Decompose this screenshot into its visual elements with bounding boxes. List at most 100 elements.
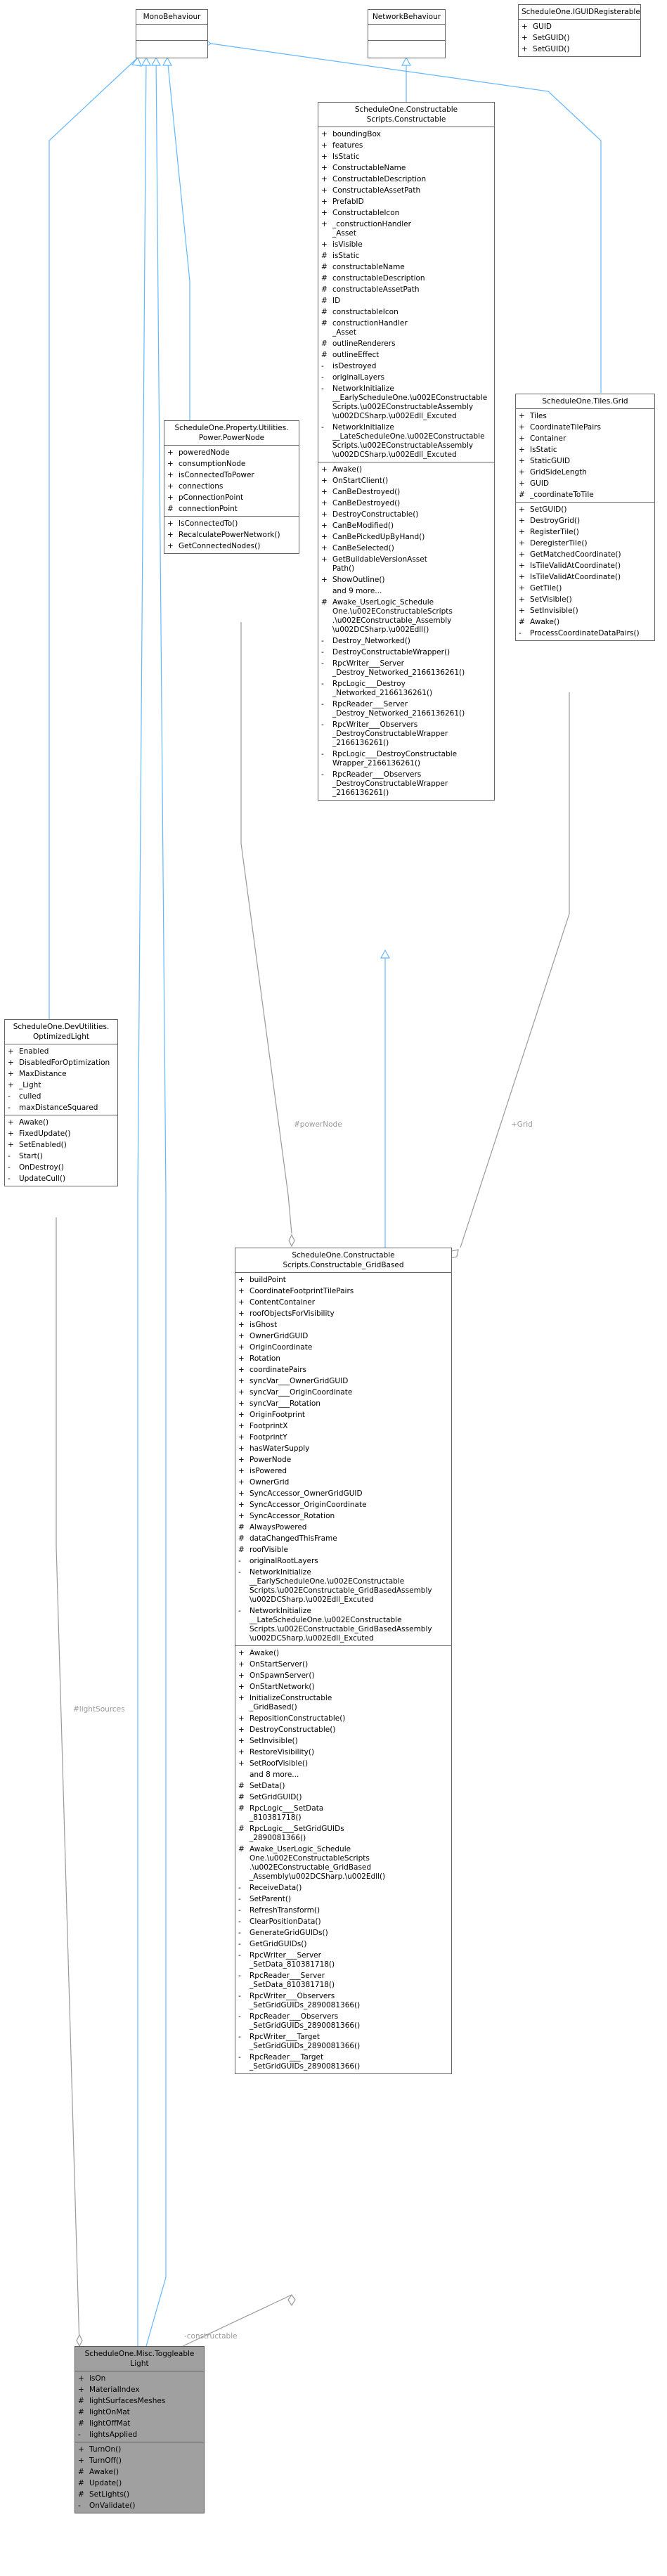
class-member[interactable]: +OnStartNetwork() xyxy=(235,1681,451,1692)
class-member[interactable]: -culled xyxy=(5,1091,117,1102)
class-member[interactable]: +MaxDistance xyxy=(5,1068,117,1080)
class-member[interactable]: +TurnOff() xyxy=(75,2455,204,2466)
class-member[interactable]: #constructableName xyxy=(318,261,494,273)
class-member[interactable]: +consumptionNode xyxy=(164,458,299,470)
class-member[interactable]: #constructionHandler _Asset xyxy=(318,318,494,338)
class-member[interactable]: -NetworkInitialize __EarlyScheduleOne.\u… xyxy=(318,383,494,422)
class-member[interactable]: +CanBeModified() xyxy=(318,520,494,531)
class-member[interactable]: +ContentContainer xyxy=(235,1297,451,1308)
class-member[interactable]: #AlwaysPowered xyxy=(235,1522,451,1533)
class-member[interactable]: +CoordinateTilePairs xyxy=(516,422,654,433)
class-member[interactable]: #RpcLogic___SetGridGUIDs _2890081366() xyxy=(235,1823,451,1844)
class-member[interactable]: +ConstructableDescription xyxy=(318,174,494,185)
class-iguidregisterable[interactable]: ScheduleOne.IGUIDRegisterable+GUID+SetGU… xyxy=(518,4,641,57)
class-member[interactable]: #Awake_UserLogic_Schedule One.\u002ECons… xyxy=(318,597,494,635)
class-member[interactable]: -RpcWriter___Server _Destroy_Networked_2… xyxy=(318,658,494,678)
class-member[interactable]: #SetGridGUID() xyxy=(235,1792,451,1803)
class-member[interactable]: -RpcWriter___Target _SetGridGUIDs_289008… xyxy=(235,2031,451,2052)
class-member[interactable]: +SetGUID() xyxy=(519,32,640,44)
class-member[interactable]: #connectionPoint xyxy=(164,503,299,514)
class-member[interactable]: +OnSpawnServer() xyxy=(235,1670,451,1681)
class-member[interactable]: +isConnectedToPower xyxy=(164,470,299,481)
class-member[interactable]: +isGhost xyxy=(235,1319,451,1331)
class-member[interactable]: -RefreshTransform() xyxy=(235,1905,451,1916)
class-member[interactable]: -RpcWriter___Observers _SetGridGUIDs_289… xyxy=(235,1991,451,2011)
class-member[interactable]: +TurnOn() xyxy=(75,2444,204,2455)
class-member[interactable]: #SetLights() xyxy=(75,2489,204,2500)
class-member[interactable]: #SetData() xyxy=(235,1780,451,1792)
class-member[interactable]: +coordinatePairs xyxy=(235,1364,451,1376)
class-member[interactable]: #Awake() xyxy=(516,616,654,628)
class-member[interactable]: +DestroyConstructable() xyxy=(235,1724,451,1735)
class-member[interactable]: -OnValidate() xyxy=(75,2500,204,2511)
class-member[interactable]: -RpcWriter___Server _SetData_810381718() xyxy=(235,1950,451,1970)
class-member[interactable]: -OnDestroy() xyxy=(5,1162,117,1173)
class-member[interactable]: +InitializeConstructable _GridBased() xyxy=(235,1692,451,1713)
class-member[interactable]: -ReceiveData() xyxy=(235,1882,451,1894)
class-member[interactable]: +FootprintX xyxy=(235,1420,451,1432)
class-member[interactable]: -ClearPositionData() xyxy=(235,1916,451,1927)
class-member[interactable]: -RpcReader___Server _SetData_810381718() xyxy=(235,1970,451,1991)
class-member[interactable]: -originalLayers xyxy=(318,372,494,383)
class-member[interactable]: +SetEnabled() xyxy=(5,1139,117,1151)
class-member[interactable]: +_constructionHandler _Asset xyxy=(318,219,494,239)
class-member[interactable]: -RpcReader___Server _Destroy_Networked_2… xyxy=(318,699,494,719)
class-member[interactable]: +Awake() xyxy=(318,464,494,475)
class-member[interactable]: +GUID xyxy=(516,478,654,489)
class-member[interactable]: +Enabled xyxy=(5,1046,117,1057)
class-member[interactable]: +CanBePickedUpByHand() xyxy=(318,531,494,543)
class-member[interactable]: -RpcReader___Target _SetGridGUIDs_289008… xyxy=(235,2052,451,2072)
class-member[interactable]: #outlineEffect xyxy=(318,349,494,361)
class-member[interactable]: +boundingBox xyxy=(318,129,494,140)
class-member[interactable]: +CoordinateFootprintTilePairs xyxy=(235,1286,451,1297)
class-member[interactable]: +SetGUID() xyxy=(519,44,640,55)
class-member[interactable]: #lightSurfacesMeshes xyxy=(75,2395,204,2407)
class-tiles-grid[interactable]: ScheduleOne.Tiles.Grid+Tiles+CoordinateT… xyxy=(515,394,655,641)
class-member[interactable]: -RpcLogic___Destroy _Networked_216613626… xyxy=(318,678,494,699)
class-member[interactable]: -NetworkInitialize __EarlyScheduleOne.\u… xyxy=(235,1567,451,1605)
class-powernode[interactable]: ScheduleOne.Property.Utilities. Power.Po… xyxy=(164,420,299,554)
class-member[interactable]: +GridSideLength xyxy=(516,467,654,478)
class-member[interactable]: +SyncAccessor_Rotation xyxy=(235,1510,451,1522)
class-member[interactable]: +OwnerGridGUID xyxy=(235,1331,451,1342)
class-member[interactable]: +DisabledForOptimization xyxy=(5,1057,117,1068)
class-member[interactable]: +CanBeDestroyed() xyxy=(318,486,494,498)
class-member[interactable]: -RpcWriter___Observers _DestroyConstruct… xyxy=(318,719,494,749)
class-member[interactable]: #constructableDescription xyxy=(318,273,494,284)
class-member[interactable]: +ConstructableIcon xyxy=(318,207,494,219)
class-member[interactable]: +IsConnectedTo() xyxy=(164,518,299,529)
class-member[interactable]: +SyncAccessor_OwnerGridGUID xyxy=(235,1488,451,1499)
class-member[interactable]: -NetworkInitialize __LateScheduleOne.\u0… xyxy=(235,1605,451,1644)
class-member[interactable]: #lightOffMat xyxy=(75,2418,204,2429)
class-member[interactable]: +isOn xyxy=(75,2373,204,2384)
class-member[interactable]: #isStatic xyxy=(318,250,494,261)
class-member[interactable]: +FootprintY xyxy=(235,1432,451,1443)
class-member[interactable]: +GetTile() xyxy=(516,583,654,594)
class-member[interactable]: -isDestroyed xyxy=(318,361,494,372)
class-member[interactable]: +FixedUpdate() xyxy=(5,1128,117,1139)
class-member[interactable]: -GenerateGridGUIDs() xyxy=(235,1927,451,1939)
class-member[interactable]: -RpcReader___Observers _DestroyConstruct… xyxy=(318,769,494,798)
class-member[interactable]: +SetInvisible() xyxy=(516,605,654,616)
class-member[interactable]: +RestoreVisibility() xyxy=(235,1747,451,1758)
class-member[interactable]: #dataChangedThisFrame xyxy=(235,1533,451,1544)
class-member[interactable]: +OriginCoordinate xyxy=(235,1342,451,1353)
class-member[interactable]: +poweredNode xyxy=(164,447,299,458)
class-member[interactable]: +Rotation xyxy=(235,1353,451,1364)
class-member[interactable]: +GUID xyxy=(519,21,640,32)
class-member[interactable]: #_coordinateToTile xyxy=(516,489,654,500)
class-member[interactable]: #roofVisible xyxy=(235,1544,451,1555)
class-member[interactable]: +hasWaterSupply xyxy=(235,1443,451,1454)
class-member[interactable]: #Awake_UserLogic_Schedule One.\u002ECons… xyxy=(235,1844,451,1882)
class-member[interactable]: +features xyxy=(318,140,494,151)
class-member[interactable]: +RegisterTile() xyxy=(516,526,654,538)
class-member[interactable]: +SyncAccessor_OriginCoordinate xyxy=(235,1499,451,1510)
class-member[interactable]: +ConstructableName xyxy=(318,162,494,174)
class-member[interactable]: +IsTileValidAtCoordinate() xyxy=(516,560,654,571)
class-member[interactable]: #Awake() xyxy=(75,2466,204,2478)
class-member[interactable]: +syncVar___OwnerGridGUID xyxy=(235,1376,451,1387)
class-member[interactable]: -Destroy_Networked() xyxy=(318,635,494,647)
class-member[interactable]: +StaticGUID xyxy=(516,455,654,467)
class-member[interactable]: #lightOnMat xyxy=(75,2407,204,2418)
class-member[interactable]: +DestroyGrid() xyxy=(516,515,654,526)
